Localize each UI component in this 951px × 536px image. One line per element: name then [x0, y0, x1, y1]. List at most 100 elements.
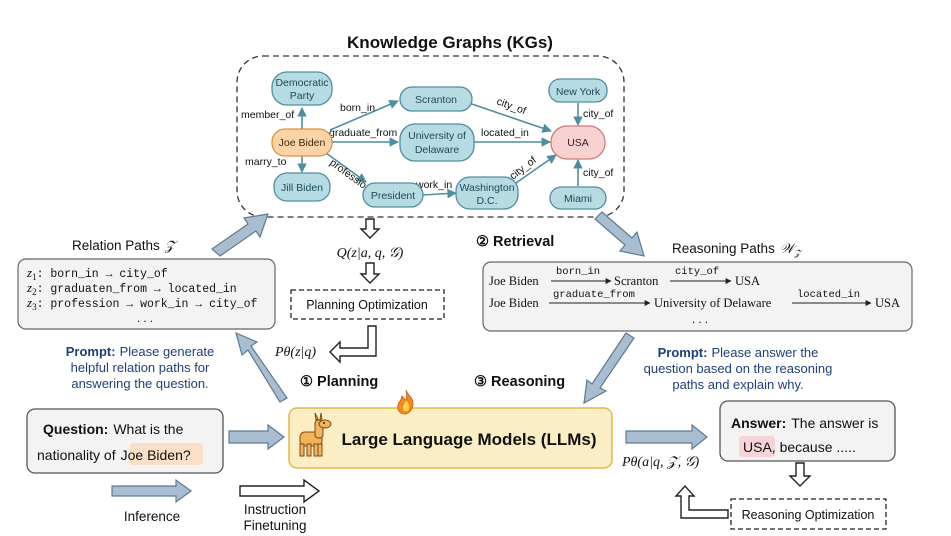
svg-text:USA: USA [567, 137, 589, 149]
prompt-left: Prompt:Please generate helpful relation … [66, 344, 215, 391]
svg-text:Prompt:Please generate: Prompt:Please generate [66, 344, 215, 359]
kg-nodes: Democratic Party Joe Biden Jill Biden Sc… [271, 71, 608, 210]
svg-text:Scranton: Scranton [614, 274, 659, 288]
svg-text:Joe Biden: Joe Biden [279, 137, 326, 149]
reasoning-label: ③ Reasoning [474, 374, 565, 390]
label-born-in: born_in [340, 102, 375, 114]
label-work-in: work_in [415, 179, 452, 191]
llama-icon [299, 412, 332, 457]
legend-finetune-label-1: Instruction [244, 502, 306, 517]
reasoning-paths-box [482, 261, 913, 332]
arrow-kg-down-q [359, 218, 381, 239]
legend-inference-arrow [111, 478, 193, 504]
planning-label: ① Planning [300, 374, 378, 390]
block-arrows [111, 211, 708, 504]
prompt-right: Prompt:Please answer the question based … [644, 345, 833, 392]
legend-inference-label: Inference [124, 509, 180, 524]
answer-entity-highlight [739, 436, 775, 457]
reasoning-optimization-box [730, 498, 887, 530]
question-entity-highlight [130, 443, 203, 465]
node-new-york: New York [548, 78, 608, 103]
svg-text:University of: University of [408, 130, 466, 142]
arrow-question-to-llm [228, 423, 285, 451]
llm-title: Large Language Models (LLMs) [341, 430, 596, 449]
answer-line-2: USA, because ..... [743, 439, 856, 455]
reasoning-paths-rows: Joe Biden born_in Scranton city_of USA J… [489, 266, 900, 326]
node-jill-biden: Jill Biden [273, 172, 331, 202]
arrow-llm-to-relations [235, 331, 288, 403]
question-line-1: Question:What is the [43, 421, 184, 437]
node-university-of-delaware: University of Delaware [399, 123, 475, 162]
label-located-in: located_in [481, 127, 529, 139]
svg-text:paths and explain why.: paths and explain why. [672, 377, 803, 392]
reasoning-optimization-label: Reasoning Optimization [742, 508, 875, 522]
planning-optimization-box [290, 289, 445, 320]
outline-arrows [239, 218, 812, 519]
node-scranton: Scranton [399, 86, 473, 112]
relation-path-z3: z3: profession → work_in → city_of [26, 295, 257, 312]
arrow-opt-to-formula [674, 484, 729, 519]
fire-icon [397, 389, 414, 415]
relation-path-ellipsis: . . . [137, 313, 153, 325]
answer-line-1: Answer:The answer is [731, 415, 878, 431]
label-city-of-miami: city_of [583, 167, 613, 179]
node-joe-biden: Joe Biden [271, 128, 333, 157]
svg-text:answering the question.: answering the question. [71, 376, 208, 391]
svg-text:graduate_from: graduate_from [553, 289, 635, 301]
llm-box [288, 407, 613, 469]
arrow-kg-to-reasoning [594, 211, 645, 257]
node-usa: USA [550, 125, 606, 160]
relation-path-z2: z2: graduaten_from → located_in [26, 280, 237, 297]
svg-text:question based on the reasonin: question based on the reasoning [644, 361, 833, 376]
svg-text:Joe Biden: Joe Biden [489, 296, 539, 310]
node-democratic-party: Democratic Party [271, 71, 333, 106]
edge-profession [325, 152, 367, 183]
label-graduate-from: graduate_from [329, 127, 398, 139]
node-miami: Miami [549, 186, 607, 210]
kg-edges [297, 99, 583, 199]
kg-dashed-box [236, 55, 625, 218]
edge-city-of-scranton [459, 99, 552, 133]
arrow-opt-to-p [329, 325, 377, 364]
arrow-relations-to-kg [211, 213, 269, 257]
kg-title: Knowledge Graphs (KGs) [347, 33, 553, 52]
svg-text:Democratic: Democratic [275, 77, 328, 89]
svg-text:USA: USA [875, 296, 900, 310]
arrow-llm-to-answer [625, 423, 708, 451]
label-marry-to: marry_to [245, 156, 287, 168]
planning-optimization-label: Planning Optimization [306, 298, 428, 312]
svg-text:Party: Party [290, 90, 315, 102]
node-president: President [362, 182, 424, 208]
svg-text:Washington: Washington [459, 182, 514, 194]
svg-text:New York: New York [556, 86, 601, 98]
svg-text:Joe Biden: Joe Biden [489, 274, 539, 288]
svg-text:helpful relation paths for: helpful relation paths for [71, 360, 210, 375]
svg-text:President: President [371, 190, 415, 202]
edge-work-in [422, 188, 457, 199]
svg-text:city_of: city_of [675, 266, 719, 278]
arrow-reasoning-to-llm [583, 332, 635, 405]
q-formula: Q(z|a, q, 𝒢) [337, 246, 404, 261]
svg-text:. . .: . . . [692, 314, 708, 326]
legend-finetune-arrow [239, 478, 321, 504]
legend-finetune-label-2: Finetuning [243, 518, 306, 533]
relation-paths-lines: z1: born_in → city_of z2: graduaten_from… [26, 265, 257, 325]
svg-text:University of Delaware: University of Delaware [654, 296, 772, 310]
arrow-answer-to-opt [788, 462, 812, 487]
label-city-of-newyork: city_of [583, 108, 613, 120]
edge-city-of-washington [515, 154, 557, 184]
svg-text:Miami: Miami [564, 193, 592, 205]
relation-paths-box [17, 258, 276, 330]
node-washington-dc: Washington D.C. [455, 176, 519, 210]
svg-text:USA: USA [735, 274, 760, 288]
svg-text:Delaware: Delaware [415, 144, 460, 156]
p-formula: Pθ(z|q) [274, 345, 316, 360]
answer-formula: Pθ(a|q, 𝒵, 𝒢) [621, 455, 700, 470]
svg-text:located_in: located_in [797, 289, 860, 301]
retrieval-label: ② Retrieval [476, 234, 554, 250]
